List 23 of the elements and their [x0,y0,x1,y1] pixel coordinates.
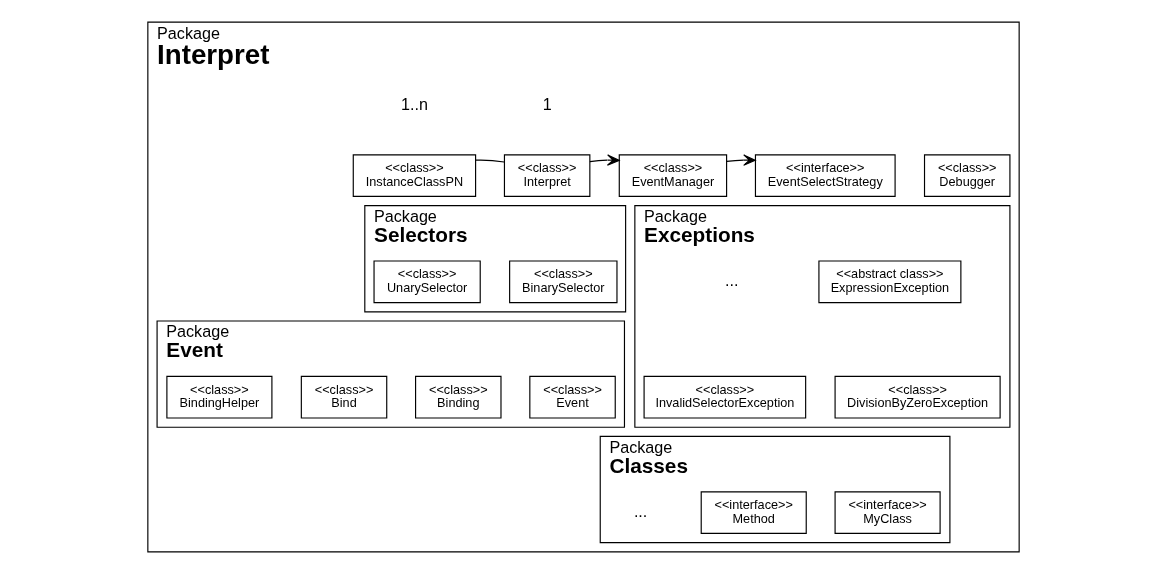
node-box: <<class>> Interpret [503,154,591,197]
node-box: <<abstract class>> ExpressionException [818,260,962,304]
arrow [589,154,620,166]
label: ... [633,501,648,520]
node-box: <<class>> Event [529,375,616,419]
node-box: <<class>> InstanceClassPN [352,154,477,197]
node-box: <<class>> EventManager [618,154,728,197]
node-box: <<class>> Bind [300,375,388,419]
node-box: <<interface>> EventSelectStrategy [754,154,896,197]
node-box: <<interface>> Method [700,491,807,534]
arrow [726,154,756,166]
node-box: <<class>> InvalidSelectorException [643,375,807,419]
node-box: <<class>> DivisionByZeroException [834,375,1001,419]
label: 1..n [400,94,428,113]
connector [475,159,505,163]
node-box: <<class>> Binding [415,375,502,419]
node-box: <<interface>> MyClass [834,491,941,534]
label: ... [725,271,739,290]
node-box: <<class>> BindingHelper [166,375,273,419]
node-box: <<class>> Debugger [923,154,1011,197]
label: 1 [542,94,552,113]
node-box: <<class>> BinarySelector [509,260,618,304]
node-box: <<class>> UnarySelector [373,260,481,304]
